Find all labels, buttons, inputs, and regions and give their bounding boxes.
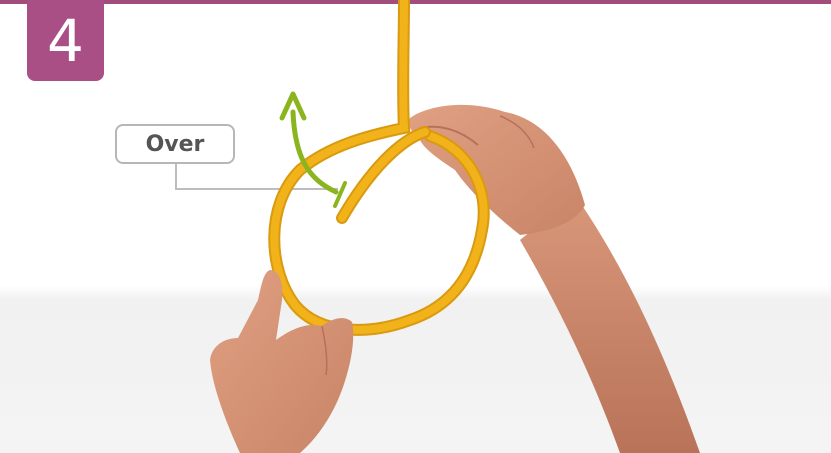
left-hand [210, 270, 353, 453]
step-number-badge: 4 [27, 0, 104, 81]
over-callout-label: Over [115, 124, 235, 164]
right-hand [408, 105, 700, 453]
